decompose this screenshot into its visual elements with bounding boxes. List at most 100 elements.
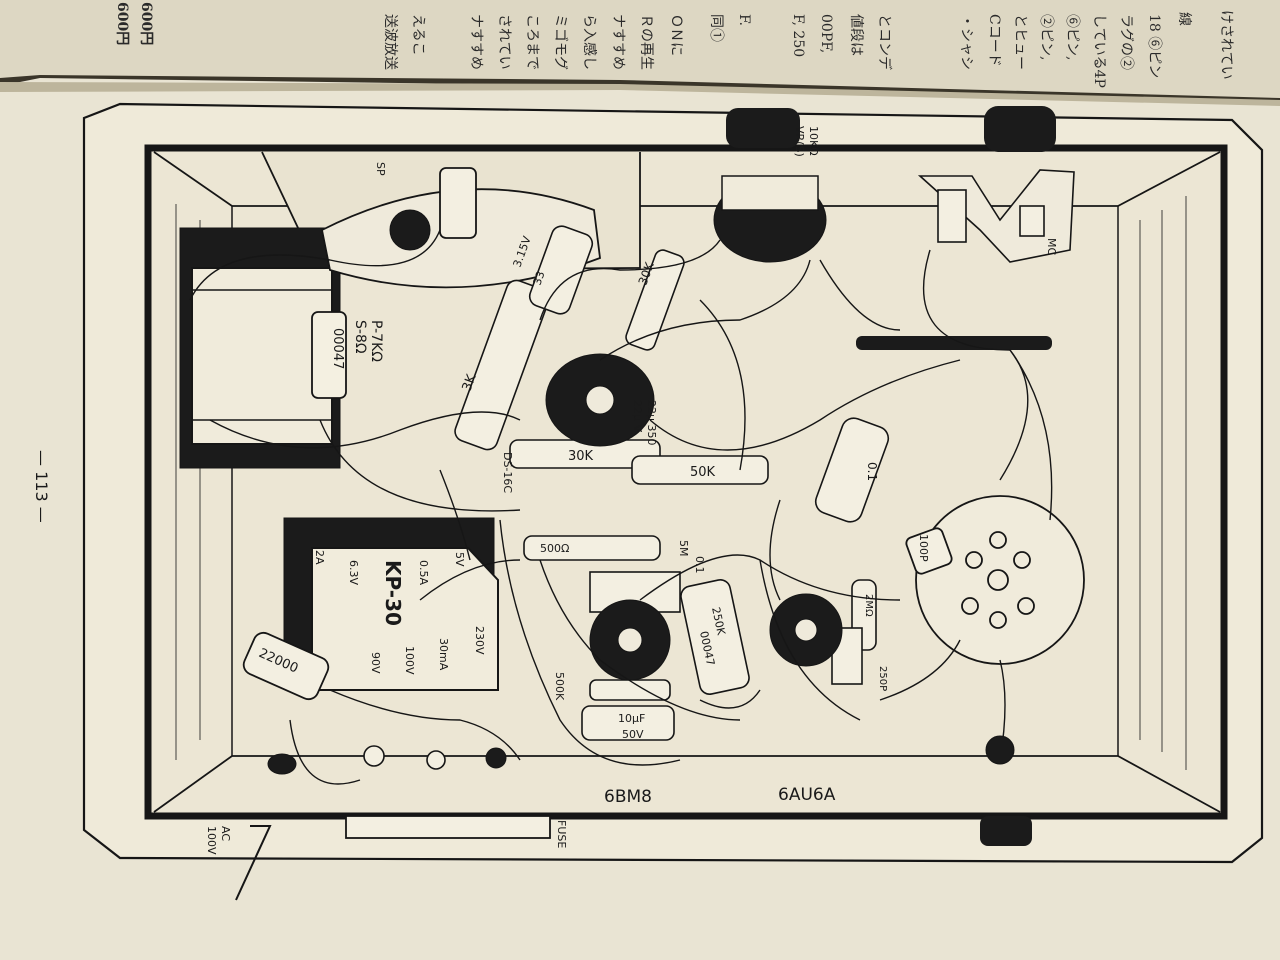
text-line: ・シャシ (958, 14, 974, 70)
capacitor-22000 (242, 631, 330, 701)
tube-6bm8-label: 6BM8 (604, 787, 652, 807)
wiring (189, 229, 1053, 785)
resistor-01-label: 0.1 (693, 556, 706, 574)
text-line: けされてい (1218, 10, 1234, 80)
resistor-50k-label: 50K (690, 465, 716, 480)
text-line: とコンデ (876, 14, 893, 70)
previous-page-text: けされてい 線 18 ⑥ピン ラグの② している4P ⑥ピン, ②ピン, とヒュ… (114, 2, 1234, 88)
rear-panel-parts (235, 735, 1015, 901)
text-line: ＯＮに (668, 14, 684, 56)
binding-post (985, 735, 1015, 765)
resistor-3k (454, 279, 550, 451)
knob-bottom (980, 816, 1032, 846)
text-line: 値段は (848, 14, 864, 56)
text-line: 同① (708, 14, 724, 42)
capacitor-250p (831, 627, 863, 685)
pt-100v-label: 100V (403, 646, 416, 675)
text-line: ⑥ピン, (1064, 14, 1080, 60)
transformer-primary-label: P-7KΩ (368, 320, 384, 362)
capacitor-22u-b-label: 22μ V (631, 400, 644, 432)
capacitor-100p-label: 100P (917, 534, 930, 562)
tuning-capacitor (917, 169, 1075, 263)
pt-05a-label: 0.5A (417, 560, 430, 585)
tube-socket-lower-1 (589, 599, 671, 681)
pot-switch-label: VR(S) (793, 126, 806, 157)
pt-2a-label: 2A (313, 550, 326, 565)
capacitor-250k-label: 250K (709, 606, 728, 637)
text-line: ナすすめ (610, 14, 626, 70)
volume-pot (713, 175, 827, 263)
resistor-500k-label: 500K (553, 672, 566, 701)
fuse-label: FUSE (555, 820, 568, 848)
output-transformer (179, 227, 347, 469)
capacitor-22u-label: 22μ 350 (645, 400, 658, 446)
text-line: Ｒの再生 (638, 14, 654, 70)
knobs (726, 106, 1056, 846)
power-transformer (283, 517, 499, 691)
knob-volume (726, 108, 800, 148)
pt-5v-label: 5V (453, 552, 466, 567)
text-line: 送波放送 (382, 14, 398, 70)
ac-cord (235, 825, 272, 901)
pt-90v-label: 90V (369, 652, 382, 674)
text-line: している4P (1091, 14, 1107, 88)
transformer-core (191, 267, 333, 445)
capacitor-label: 00047 (330, 328, 345, 369)
text-line: ミゴモグ (552, 14, 569, 70)
resistor-30k (625, 249, 685, 351)
lower-components (523, 535, 877, 741)
ds-label: DS-16C (501, 452, 514, 493)
text-line: F. (736, 14, 752, 26)
capacitor-250p-label: 250P (877, 666, 888, 691)
capacitor (311, 311, 347, 399)
resistor-30k-b-label: 30K (568, 449, 594, 464)
speaker-magnet (389, 209, 431, 251)
text-line: 18 ⑥ピン (1146, 14, 1162, 78)
text-line: F, 250 (790, 14, 806, 57)
capacitor-33-label: 33 (531, 269, 548, 287)
tube-6au6a-label: 6AU6A (778, 785, 836, 805)
chassis-wall-bottom (153, 755, 1221, 813)
price-text: 600円 (114, 2, 130, 45)
text-line: ころまで (524, 14, 540, 70)
capacitor-01 (814, 417, 890, 523)
text-line: 00PF, (818, 14, 834, 53)
text-line: とヒュー (1012, 14, 1028, 70)
text-line: 線 (1176, 12, 1192, 26)
upper-components (454, 225, 890, 523)
fuse-holder (345, 815, 551, 839)
price-text: 600円 (138, 2, 154, 45)
tube-socket-6bm8 (545, 353, 655, 447)
resistor-2m-label: 2MΩ (863, 594, 874, 617)
page-fold (0, 82, 1280, 106)
ac-voltage-label: 100V (205, 826, 218, 855)
text-line: ②ピン, (1038, 14, 1054, 60)
transformer-secondary-label: S-8Ω (352, 320, 368, 354)
resistor-5m-label: 5M (677, 540, 690, 557)
text-line: ラグの② (1118, 14, 1134, 70)
resistor-3k-label: 3K (460, 372, 480, 393)
ac-label: AC (219, 826, 232, 841)
rectifier-socket (905, 495, 1085, 665)
tube-socket-lower-2 (769, 593, 843, 667)
knob-tuning (984, 106, 1056, 152)
mc-label: MC (1045, 238, 1058, 255)
resistor-50k (631, 455, 769, 485)
capacitor-01-label: 0.1 (865, 462, 879, 481)
text-line: Cコード (986, 14, 1002, 67)
pot-switch (721, 175, 819, 211)
speaker (320, 167, 601, 289)
page-number: — 113 — (32, 450, 51, 523)
antenna-rod (856, 336, 1052, 350)
speaker-terminal (439, 167, 477, 239)
pt-230v-label: 230V (473, 626, 486, 655)
resistor-500-label: 500Ω (540, 542, 569, 555)
pt-30ma-label: 30mA (437, 638, 450, 671)
previous-page (0, 0, 1280, 98)
power-transformer-label: KP-30 (381, 560, 405, 626)
text-line: えるこ (410, 14, 426, 56)
capacitor-250k (680, 579, 750, 695)
text-line: ら入感し (581, 14, 598, 70)
text-line: されてい (496, 14, 512, 70)
